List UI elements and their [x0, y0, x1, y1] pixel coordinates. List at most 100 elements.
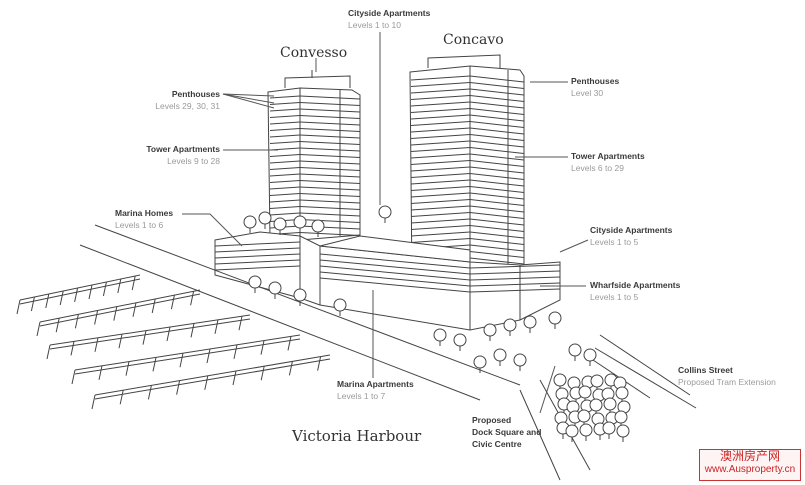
- label-title: Cityside Apartments: [590, 225, 673, 235]
- tree-icon: [493, 348, 507, 362]
- sketch-line: [469, 160, 525, 167]
- trees: [243, 205, 631, 442]
- sketch-line: [299, 186, 361, 191]
- sketch-line: [299, 95, 361, 100]
- label-cityside-top: Cityside Apartments Levels 1 to 10: [348, 7, 430, 31]
- sketch-line: [469, 264, 561, 269]
- sketch-line: [469, 199, 525, 206]
- sketch-line: [269, 134, 301, 138]
- sketch-line: [71, 369, 76, 385]
- sketch-line: [299, 160, 361, 165]
- sketch-line: [469, 101, 525, 109]
- sketch-line: [260, 366, 265, 381]
- sketch-line: [269, 167, 301, 170]
- sketch-line: [214, 319, 219, 334]
- sketch-line: [469, 282, 561, 287]
- sketch-line: [410, 186, 471, 191]
- sketch-line: [46, 344, 51, 360]
- sketch-line: [113, 306, 118, 321]
- sketch-line: [30, 296, 35, 312]
- sketch-line: [410, 127, 471, 133]
- sketch-line: [98, 365, 103, 380]
- label-title: Marina Homes: [115, 208, 174, 218]
- sketch-line: [142, 330, 147, 345]
- label-title: Tower Apartments: [146, 144, 220, 154]
- sketch-line: [469, 288, 561, 293]
- sketch-line: [299, 115, 361, 119]
- sketch-line: [299, 141, 361, 145]
- sketch-line: [319, 271, 471, 287]
- label-sub: Proposed Tram Extension: [678, 377, 776, 387]
- sketch-line: [74, 314, 79, 329]
- convesso-title: Convesso: [280, 45, 348, 61]
- label-title: Wharfside Apartments: [590, 280, 681, 290]
- sketch-line: [214, 247, 301, 253]
- sketch-line: [410, 153, 471, 159]
- sketch-line: [214, 253, 301, 259]
- sketch-line: [469, 244, 525, 252]
- sketch-line: [410, 218, 471, 224]
- sketch-line: [74, 334, 301, 371]
- sketch-line: [269, 199, 301, 203]
- tree-icon: [333, 298, 347, 312]
- sketch-line: [232, 370, 237, 386]
- sketch-line: [469, 257, 525, 265]
- sketch-line: [190, 291, 195, 306]
- sketch-line: [190, 323, 195, 338]
- sketch-line: [469, 205, 525, 213]
- sketch-line: [299, 180, 361, 184]
- sketch-line: [269, 115, 301, 118]
- label-sub: Levels 9 to 28: [167, 156, 220, 166]
- sketch-line: [214, 241, 301, 247]
- sketch-line: [410, 134, 471, 139]
- tree-icon: [583, 348, 597, 362]
- sketch-line: [269, 206, 301, 209]
- sketch-line: [49, 314, 251, 346]
- sketch-line: [410, 114, 471, 120]
- label-sub: Levels 1 to 5: [590, 237, 639, 247]
- label-penthouses-right: Penthouses Level 30: [571, 75, 619, 99]
- sketch-line: [119, 390, 124, 405]
- sketch-line: [131, 275, 136, 291]
- sketch-line: [269, 173, 301, 177]
- sketch-line: [410, 140, 471, 146]
- sketch-line: [204, 375, 209, 390]
- sketch-line: [74, 338, 301, 375]
- sketch-line: [151, 298, 156, 314]
- sketch-line: [410, 160, 471, 165]
- sketch-line: [319, 265, 471, 281]
- sketch-line: [410, 101, 471, 107]
- tree-icon: [268, 281, 282, 295]
- sketch-line: [132, 302, 137, 317]
- sketch-line: [469, 82, 525, 89]
- tree-icon: [616, 424, 630, 438]
- sketch-line: [269, 180, 301, 183]
- sketch-line: [469, 231, 525, 239]
- sketch-line: [39, 293, 201, 327]
- sketch-line: [469, 192, 525, 200]
- sketch-line: [214, 259, 301, 265]
- sketch-line: [16, 299, 21, 315]
- sketch-line: [410, 212, 471, 217]
- label-title: Penthouses: [571, 76, 620, 86]
- sketch-line: [39, 289, 201, 323]
- sketch-line: [317, 356, 322, 371]
- label-title: Marina Apartments: [337, 379, 414, 389]
- sketch-line: [70, 341, 75, 356]
- sketch-line: [117, 278, 122, 294]
- sketch-line: [45, 293, 50, 309]
- sketch-line: [94, 358, 331, 400]
- sketch-line: [469, 173, 525, 180]
- tree-icon: [248, 275, 262, 289]
- tree-icon: [577, 409, 591, 423]
- sketch-line: [410, 225, 471, 230]
- sketch-line: [469, 179, 525, 187]
- sketch-line: [469, 134, 525, 141]
- sketch-line: [269, 102, 301, 105]
- label-line: Dock Square and: [472, 427, 542, 437]
- watermark-line: 澳洲房产网: [719, 449, 780, 463]
- sketch-line: [469, 108, 525, 115]
- sketch-line: [299, 199, 361, 204]
- sketch-line: [299, 219, 361, 223]
- label-sub: Levels 1 to 7: [337, 391, 386, 401]
